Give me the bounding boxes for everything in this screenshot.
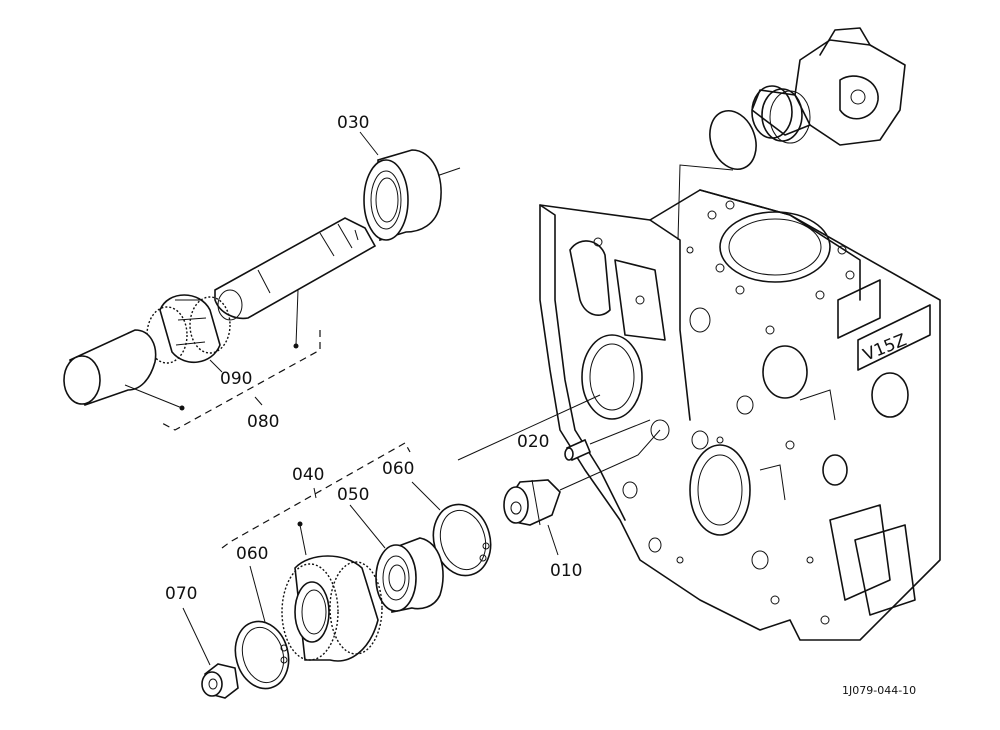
group-080-bracket — [159, 330, 321, 431]
snap-ring-060-lower — [234, 620, 290, 690]
drawing-reference: 1J079-044-10 — [842, 684, 916, 697]
bearing-050 — [375, 537, 444, 613]
shaft-080 — [214, 217, 377, 321]
pump-unit — [751, 27, 906, 146]
boss-axis — [559, 429, 661, 491]
label-060-lower-leader — [249, 565, 266, 623]
label-040-leader — [313, 487, 317, 499]
label-080-leader — [254, 396, 263, 406]
engine-block: V15Z — [539, 189, 941, 641]
shaft-dot — [293, 343, 299, 349]
label-060-upper-leader — [411, 481, 441, 511]
gear-090 — [146, 294, 231, 364]
label-070: 070 — [165, 584, 197, 604]
bearing-030 — [363, 149, 461, 242]
label-060-upper: 060 — [382, 459, 414, 479]
gear-040-dot — [297, 521, 303, 527]
label-050: 050 — [337, 485, 369, 505]
label-070-leader — [182, 607, 211, 666]
pin-020 — [564, 438, 592, 462]
label-010-leader — [547, 524, 559, 556]
label-020: 020 — [517, 432, 549, 452]
cup-dot — [179, 405, 185, 411]
pin-020-axis — [589, 419, 651, 445]
cup-leader — [124, 384, 183, 409]
label-040: 040 — [292, 465, 324, 485]
label-090: 090 — [220, 369, 252, 389]
label-090-leader — [209, 359, 223, 373]
gear-040-leader — [299, 524, 307, 556]
label-080: 080 — [247, 412, 279, 432]
shaft-leader — [295, 289, 299, 346]
gear-040 — [281, 555, 383, 662]
label-010: 010 — [550, 561, 582, 581]
gear-assembly-axis — [457, 394, 601, 461]
group-040-bracket — [221, 442, 411, 549]
label-030-leader — [359, 131, 379, 156]
label-050-leader — [349, 504, 386, 549]
pump-leader — [677, 164, 734, 241]
label-060-lower: 060 — [236, 544, 268, 564]
pump-o-ring — [709, 110, 757, 170]
label-030: 030 — [337, 113, 369, 133]
bolt-070 — [201, 663, 239, 699]
boss-010 — [503, 479, 561, 526]
plug-cup — [63, 329, 157, 407]
